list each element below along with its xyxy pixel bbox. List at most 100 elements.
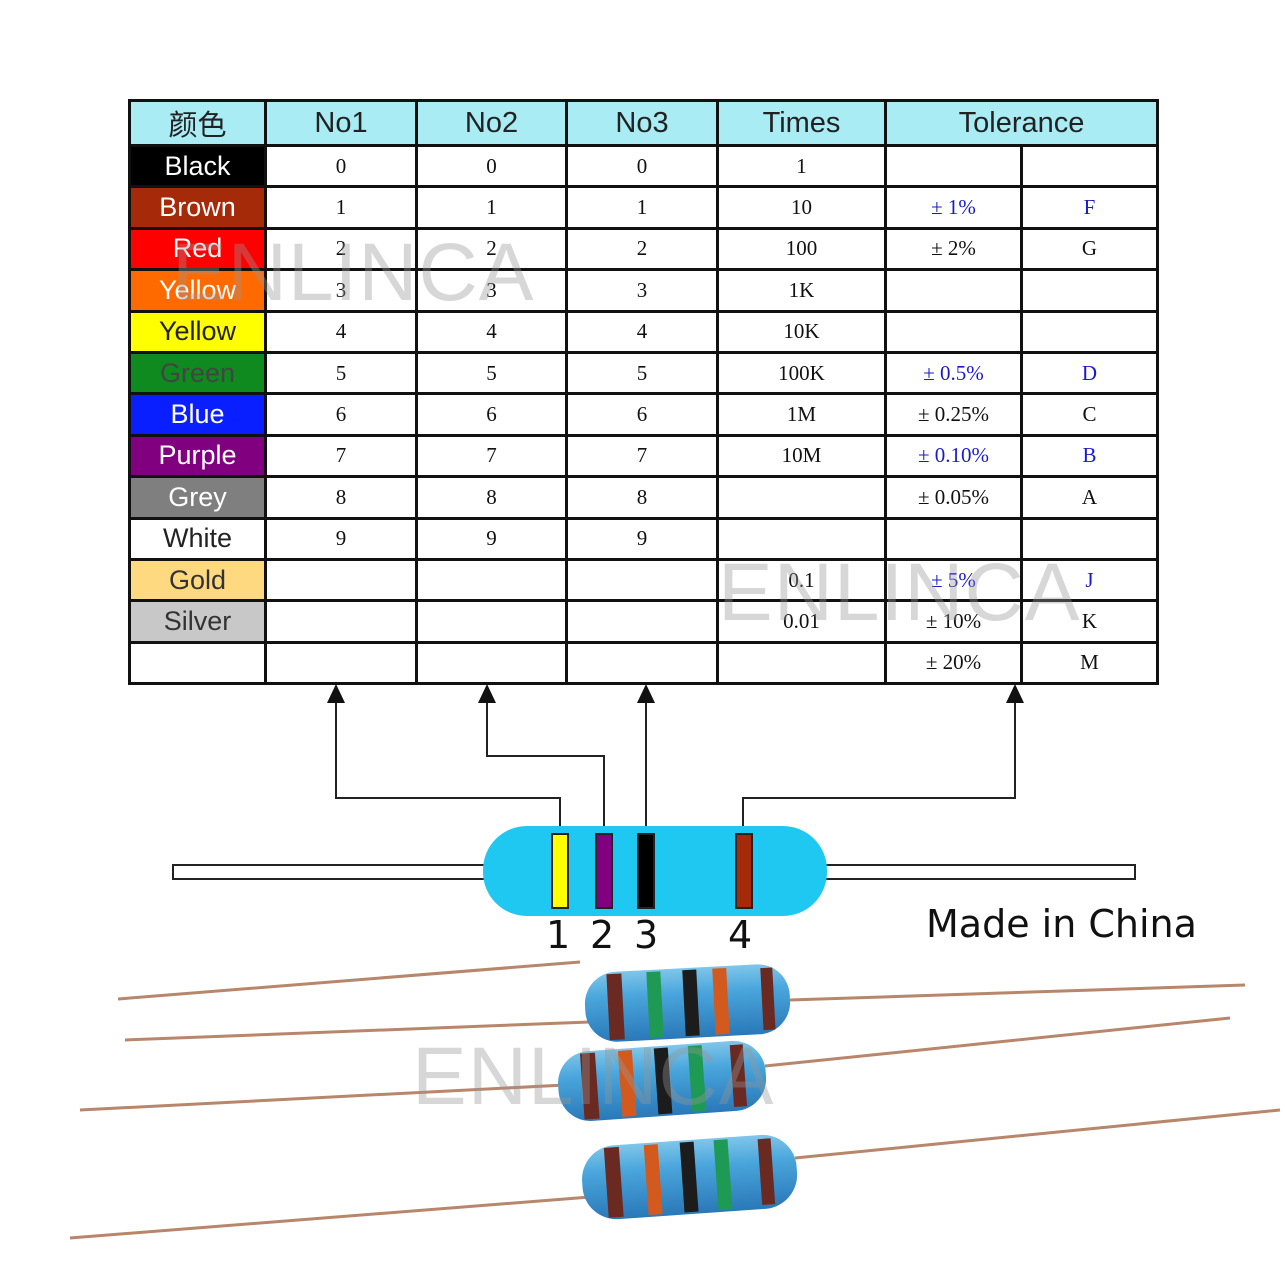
photo-band-orange [712,967,730,1035]
digit2-cell: 8 [415,475,568,520]
multiplier-cell: 10K [716,309,887,354]
digit2-cell: 2 [415,226,568,272]
header-tolerance: Tolerance [884,99,1159,147]
digit3-cell: 2 [565,226,719,272]
photo-resistor-body [558,1040,767,1122]
color-name-cell: Green [128,350,267,396]
photo-band-orange [643,1144,663,1215]
digit1-cell: 6 [264,392,418,437]
photo-band-brown [606,973,625,1041]
multiplier-cell [716,640,887,686]
color-name-cell: Red [128,226,267,272]
tolerance-cell [884,309,1023,354]
digit1-cell [264,599,418,644]
header-color: 颜色 [128,99,267,147]
resistor-band-1 [551,833,569,909]
multiplier-cell: 10 [716,185,887,230]
digit3-cell: 3 [565,268,719,313]
tolerance-code-cell: D [1020,350,1159,396]
color-name-cell: Black [128,143,267,189]
header-no1: No1 [264,99,418,147]
resistor-lead-left [172,864,494,880]
color-name-cell: Brown [128,185,267,230]
photo-band-black [679,1141,699,1213]
photo-band-black [653,1047,673,1115]
header-no3: No3 [565,99,719,147]
connector-lines [335,700,1016,832]
resistor-band-4 [735,833,753,909]
connector-band-2 [486,700,605,832]
tolerance-cell: ± 0.10% [884,433,1023,479]
digit2-cell: 1 [415,185,568,230]
multiplier-cell: 1 [716,143,887,189]
tolerance-cell: ± 1% [884,185,1023,230]
photo-band-orange [617,1050,637,1117]
arrowheads [327,684,1024,703]
tolerance-cell: ± 20% [884,640,1023,686]
photo-resistor-body [582,1134,798,1220]
header-times: Times [716,99,887,147]
photo-lead [117,960,581,1001]
photo-band-black [682,969,700,1037]
tolerance-code-cell [1020,516,1159,561]
digit2-cell [415,599,568,644]
photo-resistor-body [584,964,791,1042]
color-name-cell: Purple [128,433,267,479]
multiplier-cell: 100 [716,226,887,272]
photo-resistor-bottom [582,1134,798,1220]
color-name-cell: Silver [128,599,267,644]
digit3-cell: 6 [565,392,719,437]
digit3-cell: 5 [565,350,719,396]
color-name-cell: White [128,516,267,561]
color-name-cell [128,640,267,686]
arrowhead-no2 [478,684,496,703]
multiplier-cell: 10M [716,433,887,479]
digit1-cell: 5 [264,350,418,396]
color-name-cell: Grey [128,475,267,520]
digit1-cell: 8 [264,475,418,520]
photo-lead [789,983,1246,1002]
band-number-4: 4 [728,913,753,957]
arrowhead-no1 [327,684,345,703]
table-row: ± 20%M [128,640,1159,686]
resistor-band-3 [637,833,655,909]
photo-resistor-middle [558,1040,767,1122]
digit2-cell: 6 [415,392,568,437]
multiplier-cell: 0.01 [716,599,887,644]
tolerance-code-cell [1020,309,1159,354]
digit3-cell: 9 [565,516,719,561]
tolerance-cell: ± 2% [884,226,1023,272]
digit1-cell [264,640,418,686]
digit3-cell: 8 [565,475,719,520]
resistor-band-2 [595,833,613,909]
band-number-1: 1 [546,913,571,957]
color-name-cell: Yellow [128,268,267,313]
band-number-2: 2 [590,913,615,957]
tolerance-cell: ± 0.25% [884,392,1023,437]
tolerance-code-cell: M [1020,640,1159,686]
photo-resistor-top [584,964,791,1042]
photo-band-brown [603,1146,624,1218]
arrowhead-no3 [637,684,655,703]
photo-band-green [646,971,664,1039]
tolerance-code-cell: K [1020,599,1159,644]
tolerance-code-cell: F [1020,185,1159,230]
made-in-label: Made in China [926,902,1197,946]
tolerance-cell [884,516,1023,561]
tolerance-cell: ± 5% [884,557,1023,603]
photo-band-green [713,1139,733,1211]
color-name-cell: Blue [128,392,267,437]
photo-lead [69,1195,591,1240]
photo-leads [69,960,1281,1240]
multiplier-cell [716,475,887,520]
multiplier-cell: 0.1 [716,557,887,603]
tolerance-code-cell: J [1020,557,1159,603]
tolerance-code-cell: A [1020,475,1159,520]
